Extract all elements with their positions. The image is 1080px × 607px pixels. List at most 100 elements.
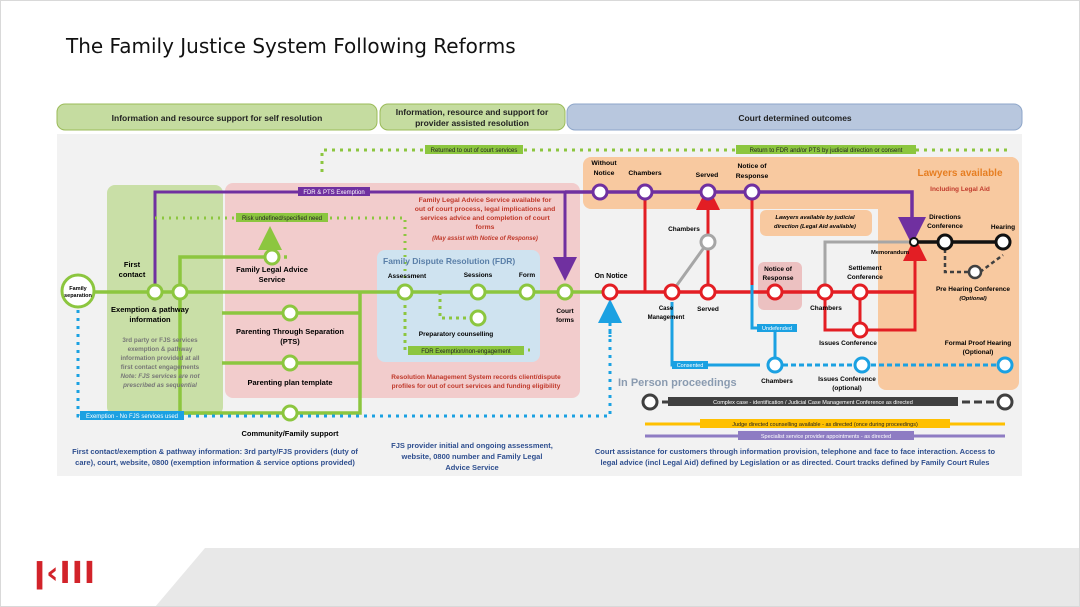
undefended-label: Undefended <box>762 326 792 332</box>
consented-label: Consented <box>677 363 704 369</box>
ppt-node <box>281 354 299 372</box>
hearing-label: Hearing <box>991 224 1015 231</box>
returned-label: Returned to out of court services <box>431 148 518 154</box>
footnote-mid-3: Advice Service <box>445 463 498 472</box>
exemption-label-2: information <box>129 315 171 324</box>
pts-node <box>281 304 299 322</box>
ppt-label: Parenting plan template <box>247 378 332 387</box>
first-contact-node <box>146 283 164 301</box>
risk-label: Risk undefined/specified need <box>242 216 322 222</box>
in-person-label: In Person proceedings <box>618 377 737 389</box>
flas-node <box>263 248 281 266</box>
fdr-pts-label-bg <box>298 187 370 196</box>
first-label-2: contact <box>119 270 146 279</box>
served-mid-node <box>699 283 717 301</box>
note-4: first contact engagements <box>121 364 200 371</box>
exemption-label-1: Exemption & pathway <box>111 305 190 314</box>
without-1: Without <box>591 160 617 167</box>
branch-community <box>178 292 362 415</box>
family-justice-diagram: Information and resource support for sel… <box>56 103 1023 476</box>
footnote-right-2: legal advice (incl Legal Aid) defined by… <box>601 458 990 467</box>
note-2: exemption & pathway <box>128 346 193 353</box>
chambers-low-node <box>766 356 784 374</box>
pts-label-2: (PTS) <box>280 337 300 346</box>
issues-opt-1: Issues Conference <box>818 376 876 383</box>
phc-1: Pre Hearing Conference <box>936 286 1010 293</box>
phc-2: (Optional) <box>959 296 986 302</box>
issues-opt-2: (optional) <box>832 385 862 392</box>
family-separation-node <box>60 273 96 309</box>
first-contact-panel <box>107 185 223 415</box>
family-label-1: Family <box>69 286 87 292</box>
directions-2: Conference <box>927 223 963 230</box>
header-self-text: Information and resource support for sel… <box>112 113 323 123</box>
on-notice-label: On Notice <box>594 273 627 280</box>
rms-2: profiles for out of court services and f… <box>392 383 561 390</box>
without-2: Notice <box>594 170 615 177</box>
fdr-panel <box>377 250 540 362</box>
logo: ǀ‹III <box>34 556 97 591</box>
chambers-low-label: Chambers <box>761 378 793 385</box>
assessment-node <box>396 283 414 301</box>
court-forms-1: Court <box>556 308 574 315</box>
footnote-mid-2: website, 0800 number and Family Legal <box>401 452 543 461</box>
served-top-label: Served <box>696 172 719 179</box>
directions-1: Directions <box>929 214 961 221</box>
footnote-left-1: First contact/exemption & pathway inform… <box>72 447 358 456</box>
prep-line <box>438 292 475 320</box>
header-court-text: Court determined outcomes <box>738 113 852 123</box>
phc-node <box>967 264 983 280</box>
nor-top-node <box>743 183 761 201</box>
flas-box-2: out of court process, legal implications… <box>415 206 556 213</box>
exemption-node <box>171 283 189 301</box>
grey-chambers-branch <box>670 241 710 293</box>
fdr-pts-label: FDR & PTS Exemption <box>303 190 364 196</box>
flas-box-5: (May assist with Notice of Response) <box>432 236 538 242</box>
case-mgmt-2: Management <box>648 315 685 321</box>
nor-mid-2: Response <box>762 275 793 282</box>
formal-node <box>996 356 1014 374</box>
first-label-1: First <box>124 260 141 269</box>
community-node <box>281 404 299 422</box>
sessions-node <box>469 283 487 301</box>
fdr-exempt-bg <box>408 346 524 355</box>
settle-2: Conference <box>847 274 883 281</box>
header-provider-text-1: Information, resource and support for <box>396 107 549 117</box>
risk-label-bg <box>236 213 328 222</box>
case-mgmt-1: Case <box>659 306 674 312</box>
issues-label: Issues Conference <box>819 340 877 347</box>
slide-title: The Family Justice System Following Refo… <box>66 34 516 58</box>
fdr-exempt-label: FDR Exemption/non-engagement <box>421 349 511 355</box>
nor-mid-node <box>766 283 784 301</box>
chambers-right-node <box>816 283 834 301</box>
fdr-title: Family Dispute Resolution (FDR) <box>383 256 515 266</box>
served-mid-label: Served <box>697 306 719 313</box>
chambers-top-node <box>636 183 654 201</box>
form-label: Form <box>519 272 535 279</box>
return-fdr-label-bg <box>736 145 916 154</box>
issues-node <box>851 321 869 339</box>
memorandum-label: Memorandum <box>871 250 909 256</box>
chambers-top-label: Chambers <box>628 170 661 177</box>
return-fdr-label: Return to FDR and/or PTS by judicial dir… <box>750 148 903 154</box>
lawyers-available: Lawyers available <box>917 168 1002 179</box>
chambers-mid-node <box>699 233 717 251</box>
specialist-label: Specialist service provider appointments… <box>761 434 891 440</box>
branch-flas <box>178 255 270 292</box>
header-court <box>566 103 1023 131</box>
on-notice-node <box>601 283 619 301</box>
prep-node <box>469 309 487 327</box>
exempt-nofjs-label-bg <box>80 411 184 420</box>
served-top-node <box>699 183 717 201</box>
community-label: Community/Family support <box>241 429 339 438</box>
prep-label: Preparatory counselling <box>419 331 493 338</box>
legal-aid-label: Including Legal Aid <box>930 186 990 193</box>
header-provider-text-2: provider assisted resolution <box>415 118 529 128</box>
chambers-mid-label: Chambers <box>668 226 700 233</box>
footnote-mid-1: FJS provider initial and ongoing assessm… <box>391 441 553 450</box>
hearing-node <box>994 233 1012 251</box>
formal-2: (Optional) <box>963 349 994 356</box>
rms-1: Resolution Management System records cli… <box>391 374 561 381</box>
flas-label-2: Service <box>259 275 286 284</box>
complex-start-node <box>641 393 659 411</box>
